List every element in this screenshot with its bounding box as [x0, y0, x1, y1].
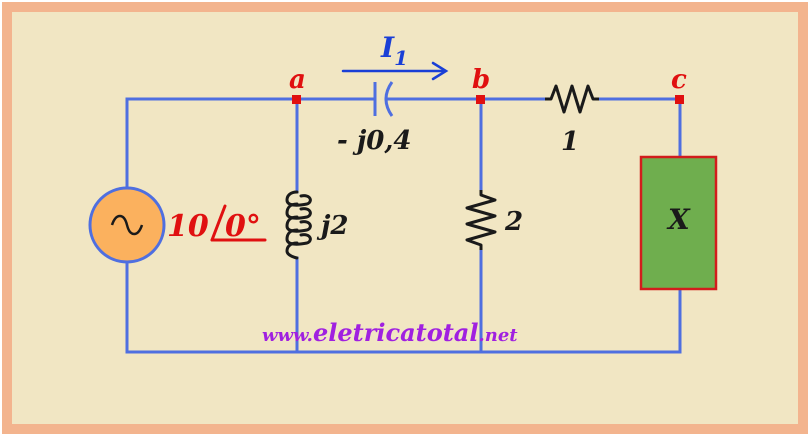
source-magnitude: 10 [167, 209, 209, 244]
node-label-a: a [289, 65, 306, 95]
node-label-b: b [472, 65, 490, 95]
node-marker-b [476, 95, 485, 104]
node-label-c: c [671, 65, 687, 95]
node-marker-c [675, 95, 684, 104]
angle-symbol-icon [210, 204, 267, 242]
current-subscript: 1 [394, 46, 408, 70]
resistor-shunt-label: 2 [504, 207, 523, 237]
watermark-suffix: .net [478, 325, 518, 346]
current-arrow-icon [341, 61, 449, 81]
resistor-series-label: 1 [561, 127, 579, 157]
current-label: I1 [380, 31, 408, 70]
load-label: X [666, 203, 691, 236]
watermark: www.eletricatotal.net [262, 318, 518, 347]
capacitor-label: - j0,4 [337, 126, 411, 156]
current-symbol: I [380, 31, 395, 64]
watermark-prefix: www. [262, 325, 313, 346]
capacitor [373, 81, 394, 117]
resistor-shunt [465, 190, 497, 250]
source-angle: 0° [225, 209, 261, 244]
inductor [285, 190, 312, 260]
resistor-series [545, 84, 599, 114]
node-marker-a [292, 95, 301, 104]
inductor-label: j2 [316, 211, 349, 241]
ac-source-icon [88, 186, 166, 264]
load-box [639, 155, 718, 291]
watermark-name: eletricatotal [313, 318, 479, 347]
